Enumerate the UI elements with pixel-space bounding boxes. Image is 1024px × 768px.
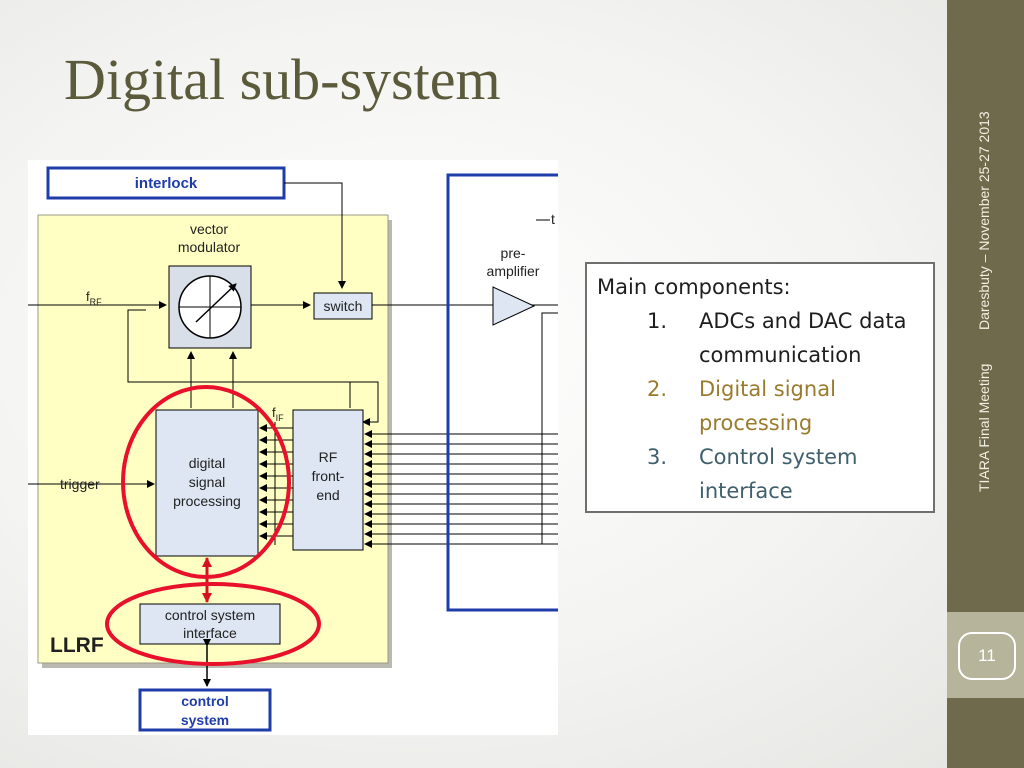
pre-amplifier-triangle — [492, 286, 536, 326]
footer-date: Daresbuty – November 25-27 2013 — [976, 111, 992, 330]
component-item-3: 3. Control system interface — [597, 440, 923, 508]
component-text-2a: Digital signal — [699, 377, 836, 401]
rf-front-end-label-2: front- — [312, 468, 345, 484]
pre-amplifier-label-1: pre- — [501, 245, 526, 261]
component-text-2b: processing — [699, 411, 813, 435]
csi-label-1: control system — [165, 607, 255, 623]
control-system-label-2: system — [181, 712, 229, 728]
dsp-highlight-circle — [121, 385, 291, 579]
component-text-3b: interface — [699, 479, 793, 503]
component-text-3a: Control system — [699, 445, 858, 469]
component-number-1: 1. — [647, 309, 668, 333]
csi-highlight-circle — [105, 582, 321, 666]
rf-front-end-label-3: end — [316, 487, 339, 503]
csi-box — [139, 603, 281, 645]
component-text-1a: ADCs and DAC data — [699, 309, 907, 333]
clipped-label: t — [551, 211, 555, 227]
interlock-label: interlock — [135, 175, 198, 192]
vector-modulator-label-1: vector — [190, 221, 228, 237]
component-number-3: 3. — [647, 445, 668, 469]
vector-modulator-label-2: modulator — [178, 239, 241, 255]
component-text-1b: communication — [699, 343, 862, 367]
rf-loop-line — [349, 381, 379, 426]
component-number-2: 2. — [647, 377, 668, 401]
footer-event: TIARA Final Meeting — [976, 363, 992, 492]
right-system-frame — [446, 173, 558, 612]
component-item-2: 2. Digital signal processing — [597, 372, 923, 440]
csi-label-2: interface — [183, 625, 237, 641]
page-number: 11 — [978, 646, 996, 665]
pre-amplifier-feedback — [541, 312, 558, 544]
feedback-line — [127, 309, 378, 383]
interlock-line — [284, 182, 346, 289]
slide-title: Digital sub-system — [64, 47, 501, 112]
llrf-label: LLRF — [50, 634, 104, 657]
dsp-label-3: processing — [173, 493, 241, 509]
f-rf-label: fRF — [86, 289, 102, 307]
control-system-box — [138, 688, 272, 732]
rf-input-bus — [364, 430, 558, 548]
rf-front-end-box — [292, 409, 364, 551]
control-system-label-1: control — [181, 693, 228, 709]
dsp-box — [155, 409, 259, 557]
dsp-label-2: signal — [189, 474, 226, 490]
pre-amplifier-label-2: amplifier — [487, 263, 540, 279]
components-list: 1. ADCs and DAC data communication 2. Di… — [597, 304, 923, 508]
interlock-box — [46, 166, 286, 200]
switch-box — [313, 292, 373, 320]
f-if-label: fIF — [272, 405, 284, 423]
main-components-callout: Main components: 1. ADCs and DAC data co… — [585, 262, 935, 513]
trigger-label: trigger — [60, 476, 100, 492]
llrf-block-diagram: LLRF interlock vector modulator fRF swit… — [28, 160, 558, 735]
rf-front-end-label-1: RF — [319, 449, 338, 465]
callout-heading: Main components: — [597, 275, 791, 299]
dial-needle — [195, 283, 237, 323]
component-item-1: 1. ADCs and DAC data communication — [597, 304, 923, 372]
switch-label: switch — [324, 298, 363, 314]
dsp-label-1: digital — [189, 455, 226, 471]
page-number-badge: 11 — [958, 632, 1016, 680]
